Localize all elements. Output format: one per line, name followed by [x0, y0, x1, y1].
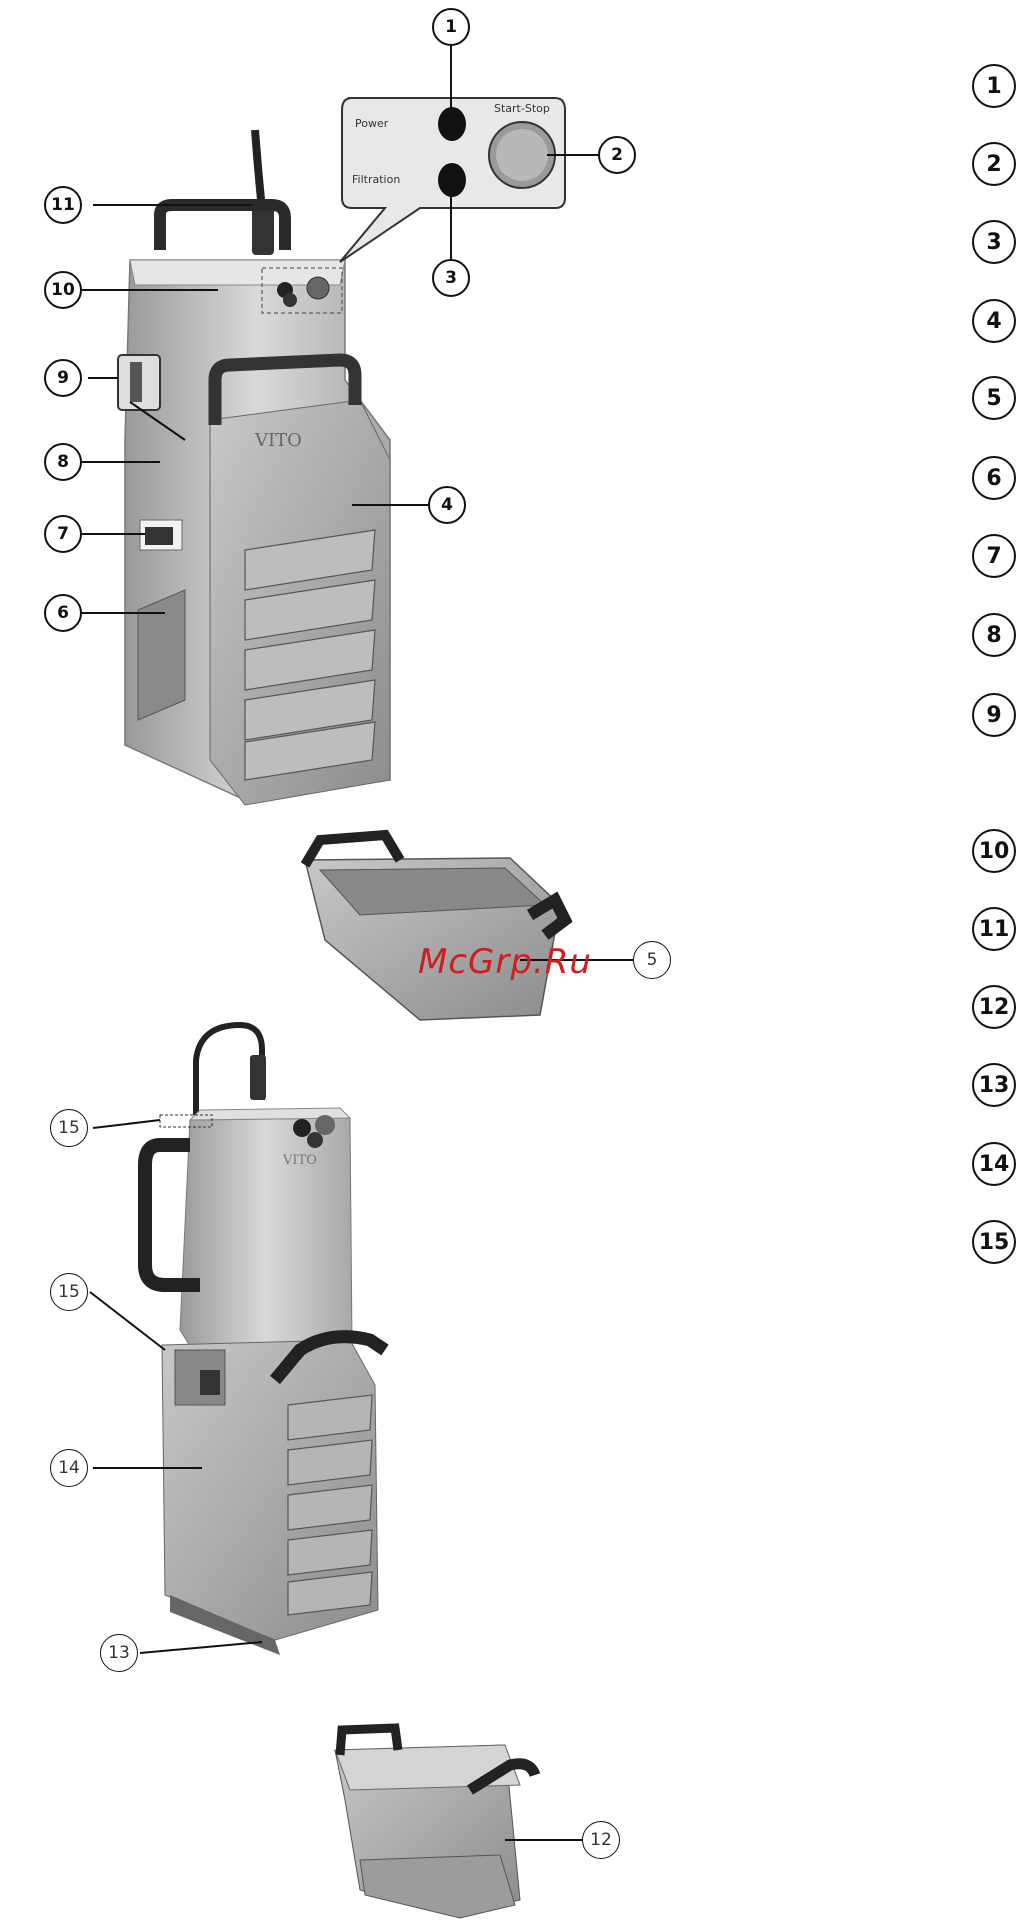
callout-12: 12: [582, 1821, 620, 1859]
watermark: McGrp.Ru: [418, 942, 592, 982]
callout-10: 10: [44, 271, 82, 309]
legend-item-4: 4: [972, 299, 1016, 343]
callout-11: 11: [44, 186, 82, 224]
start-stop-label: Start-Stop: [494, 102, 550, 115]
legend-item-14: 14: [972, 1142, 1016, 1186]
legend-item-15: 15: [972, 1220, 1016, 1264]
callout-4: 4: [428, 486, 466, 524]
legend-item-1: 1: [972, 64, 1016, 108]
callout-9: 9: [44, 359, 82, 397]
filtration-label: Filtration: [352, 173, 400, 186]
legend-item-7: 7: [972, 534, 1016, 578]
callout-3: 3: [432, 259, 470, 297]
legend-item-9: 9: [972, 693, 1016, 737]
brand-logo-rear: VITO: [283, 1153, 317, 1168]
callout-5: 5: [633, 941, 671, 979]
legend-item-2: 2: [972, 142, 1016, 186]
callout-13: 13: [100, 1634, 138, 1672]
legend-item-10: 10: [972, 829, 1016, 873]
callout-15-middle: 15: [50, 1273, 88, 1311]
legend-item-8: 8: [972, 613, 1016, 657]
legend-item-3: 3: [972, 220, 1016, 264]
legend-item-12: 12: [972, 985, 1016, 1029]
power-label: Power: [355, 117, 388, 130]
callout-8: 8: [44, 443, 82, 481]
fryer-filter-device-front: [118, 130, 390, 805]
filter-basket: [335, 1728, 535, 1918]
callout-15-top: 15: [50, 1109, 88, 1147]
legend-item-11: 11: [972, 907, 1016, 951]
legend-item-6: 6: [972, 456, 1016, 500]
callout-14: 14: [50, 1449, 88, 1487]
legend-item-5: 5: [972, 376, 1016, 420]
brand-logo-front: VITO: [255, 430, 302, 451]
callout-2: 2: [598, 136, 636, 174]
legend-item-13: 13: [972, 1063, 1016, 1107]
oil-pan: [305, 835, 565, 1020]
fryer-filter-device-rear: [145, 1025, 385, 1655]
callout-7: 7: [44, 515, 82, 553]
callout-6: 6: [44, 594, 82, 632]
callout-1: 1: [432, 8, 470, 46]
